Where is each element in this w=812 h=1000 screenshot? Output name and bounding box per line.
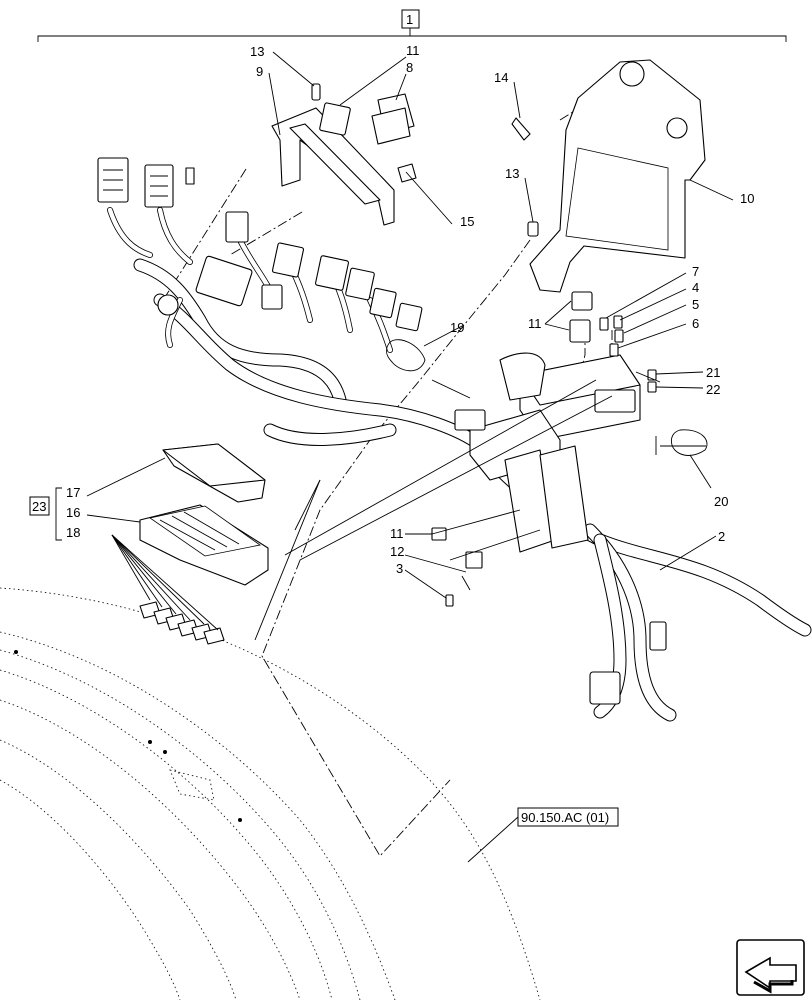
callout-15: 15 (460, 214, 474, 229)
callout-13: 13 (250, 44, 264, 59)
callout-11: 11 (390, 526, 404, 541)
reference-label[interactable]: 90.150.AC (01) (521, 810, 609, 825)
callout-6: 6 (692, 316, 699, 331)
assembly-label: 1 (406, 12, 413, 27)
callout-17: 17 (66, 485, 80, 500)
callout-11: 11 (528, 316, 542, 331)
reference-box[interactable]: 90.150.AC (01) (517, 807, 619, 827)
callout-8: 8 (406, 60, 413, 75)
fuse-relay-box (454, 352, 812, 722)
callout-13: 13 (505, 166, 519, 181)
callout-3: 3 (396, 561, 403, 576)
callout-leaders (55, 51, 734, 863)
mounting-plate-10 (511, 59, 706, 293)
mounting-bracket-9 (271, 83, 417, 226)
callout-7: 7 (692, 264, 699, 279)
callout-numbers: 13 11 8 9 14 13 10 15 7 4 5 6 11 19 21 2… (66, 43, 754, 576)
assembly-bracket: 1 (37, 9, 787, 42)
terminal-set (139, 601, 225, 645)
callout-21: 21 (706, 365, 720, 380)
kit-label-box: 23 (29, 496, 50, 516)
callout-16: 16 (66, 505, 80, 520)
wiring-harness-upper-left (97, 157, 487, 452)
callout-10: 10 (740, 191, 754, 206)
callout-4: 4 (692, 280, 699, 295)
previous-arrow-icon[interactable] (736, 939, 805, 996)
callout-18: 18 (66, 525, 80, 540)
callout-5: 5 (692, 297, 699, 312)
frame-outline (0, 587, 541, 1000)
cable-ties (386, 339, 708, 456)
callout-20: 20 (714, 494, 728, 509)
callout-14: 14 (494, 70, 508, 85)
callout-12: 12 (390, 544, 404, 559)
callout-2: 2 (718, 529, 725, 544)
fuse-box-kit (111, 443, 269, 645)
callout-11: 11 (406, 43, 420, 58)
callout-9: 9 (256, 64, 263, 79)
callout-22: 22 (706, 382, 720, 397)
callout-19: 19 (450, 320, 464, 335)
kit-label: 23 (32, 499, 46, 514)
pointer-lines (254, 371, 706, 641)
